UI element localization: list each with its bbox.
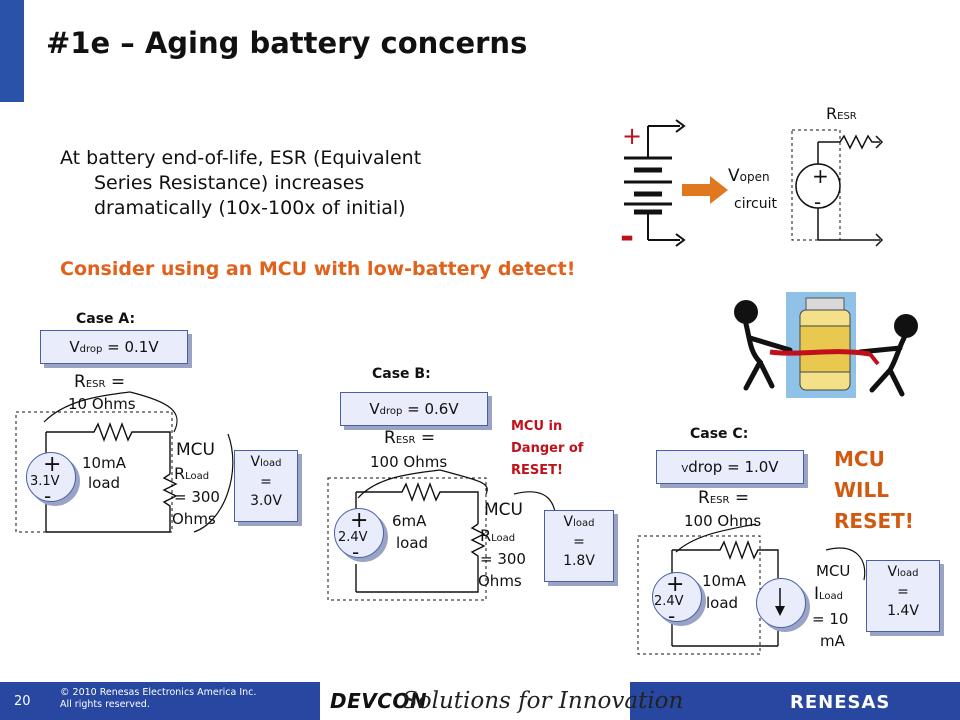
case-b-resr-value: 100 Ohms [370,453,448,471]
resr-label-top: RESR [826,104,857,123]
current-arrow-icon [775,588,785,616]
case-a-source [26,452,76,502]
case-b-resr-label: RESR = [384,428,436,448]
copyright-text: © 2010 Renesas Electronics America Inc. … [60,687,257,710]
intro-line-1: At battery end-of-life, ESR (Equivalent [60,147,422,169]
case-b-source-plus: + [350,508,369,533]
case-c-load-current: 10mA [702,572,746,590]
case-c-source-plus: + [666,572,685,597]
case-b-title: Case B: [372,366,431,382]
case-c-title: Case C: [690,426,749,442]
case-c-current-sink [756,578,806,628]
vopen-label: Vopen [728,166,770,186]
case-b-mcu-label: MCU [484,500,523,520]
footer-left-band [0,682,320,720]
case-c-mcu-label: MCU [816,562,851,580]
case-a-mcu-label: MCU [176,440,215,460]
footer-right-band [630,682,960,720]
case-c-load-word: load [706,594,739,612]
intro-line-3: dramatically (10x-100x of initial) [94,197,406,219]
case-b-rload-unit: Ohms [478,572,522,590]
title-accent-bar [0,0,24,102]
case-c-resr-value: 100 Ohms [684,512,762,530]
case-a-rload-label: RLoad [174,464,210,483]
intro-line-2: Series Resistance) increases [94,172,365,194]
case-c-source-voltage: 2.4V [654,594,684,609]
case-c-vload-box: Vload = 1.4V [866,560,940,632]
case-a-load-current: 10mA [82,454,126,472]
slide-title: #1e – Aging battery concerns [46,26,528,60]
case-b-vload-box: Vload = 1.8V [544,510,614,582]
footer-middle-band [320,682,630,720]
case-c-iload-label: ILoad [814,584,844,604]
case-c-iload-unit: mA [820,632,845,650]
case-a-circuit [15,391,234,533]
case-c-vdrop-box: Vdrop = 1.0V [656,450,804,484]
case-b-vdrop-box: Vdrop = 0.6V [340,392,488,426]
case-a-source-minus: - [44,484,52,508]
battery-minus-sign: - [620,217,635,257]
case-b-source-voltage: 2.4V [338,530,368,545]
case-b-source [334,508,384,558]
case-a-vload-box: Vload = 3.0V [234,450,298,522]
case-a-resr-label: RESR = [74,372,126,392]
case-c-iload-value: = 10 [812,610,849,628]
source-minus-top: - [814,190,822,214]
case-c-source [652,572,702,622]
intro-text: At battery end-of-life, ESR (Equivalent … [60,146,580,221]
case-b-load-word: load [396,534,429,552]
case-b-rload-label: RLoad [480,526,516,545]
case-b-load-current: 6mA [392,512,427,530]
case-c-source-minus: - [668,604,676,628]
source-plus-top: + [812,164,829,188]
case-a-rload-unit: Ohms [172,510,216,528]
case-a-source-plus: + [43,452,62,477]
battery-plus-sign: + [622,122,643,150]
case-c-resr-label: RESR = [698,488,750,508]
tug-of-war-illustration [734,292,918,398]
case-b-rload-value: = 300 [480,550,526,568]
case-a-title: Case A: [76,311,136,327]
case-b-source-minus: - [352,540,360,564]
devcon-logo: DEVCON [330,689,428,713]
consider-callout: Consider using an MCU with low-battery d… [60,258,576,280]
page-number: 20 [14,694,31,709]
solutions-tagline: Solutions for Innovation [402,688,684,714]
renesas-logo: RENESAS [790,692,891,713]
case-a-vdrop-box: Vdrop = 0.1V [40,330,188,364]
case-a-load-word: load [88,474,121,492]
battery-equivalent-diagram [624,119,884,247]
case-a-source-voltage: 3.1V [30,474,60,489]
vopen-circuit-label: circuit [734,196,777,212]
case-a-rload-value: = 300 [174,488,220,506]
